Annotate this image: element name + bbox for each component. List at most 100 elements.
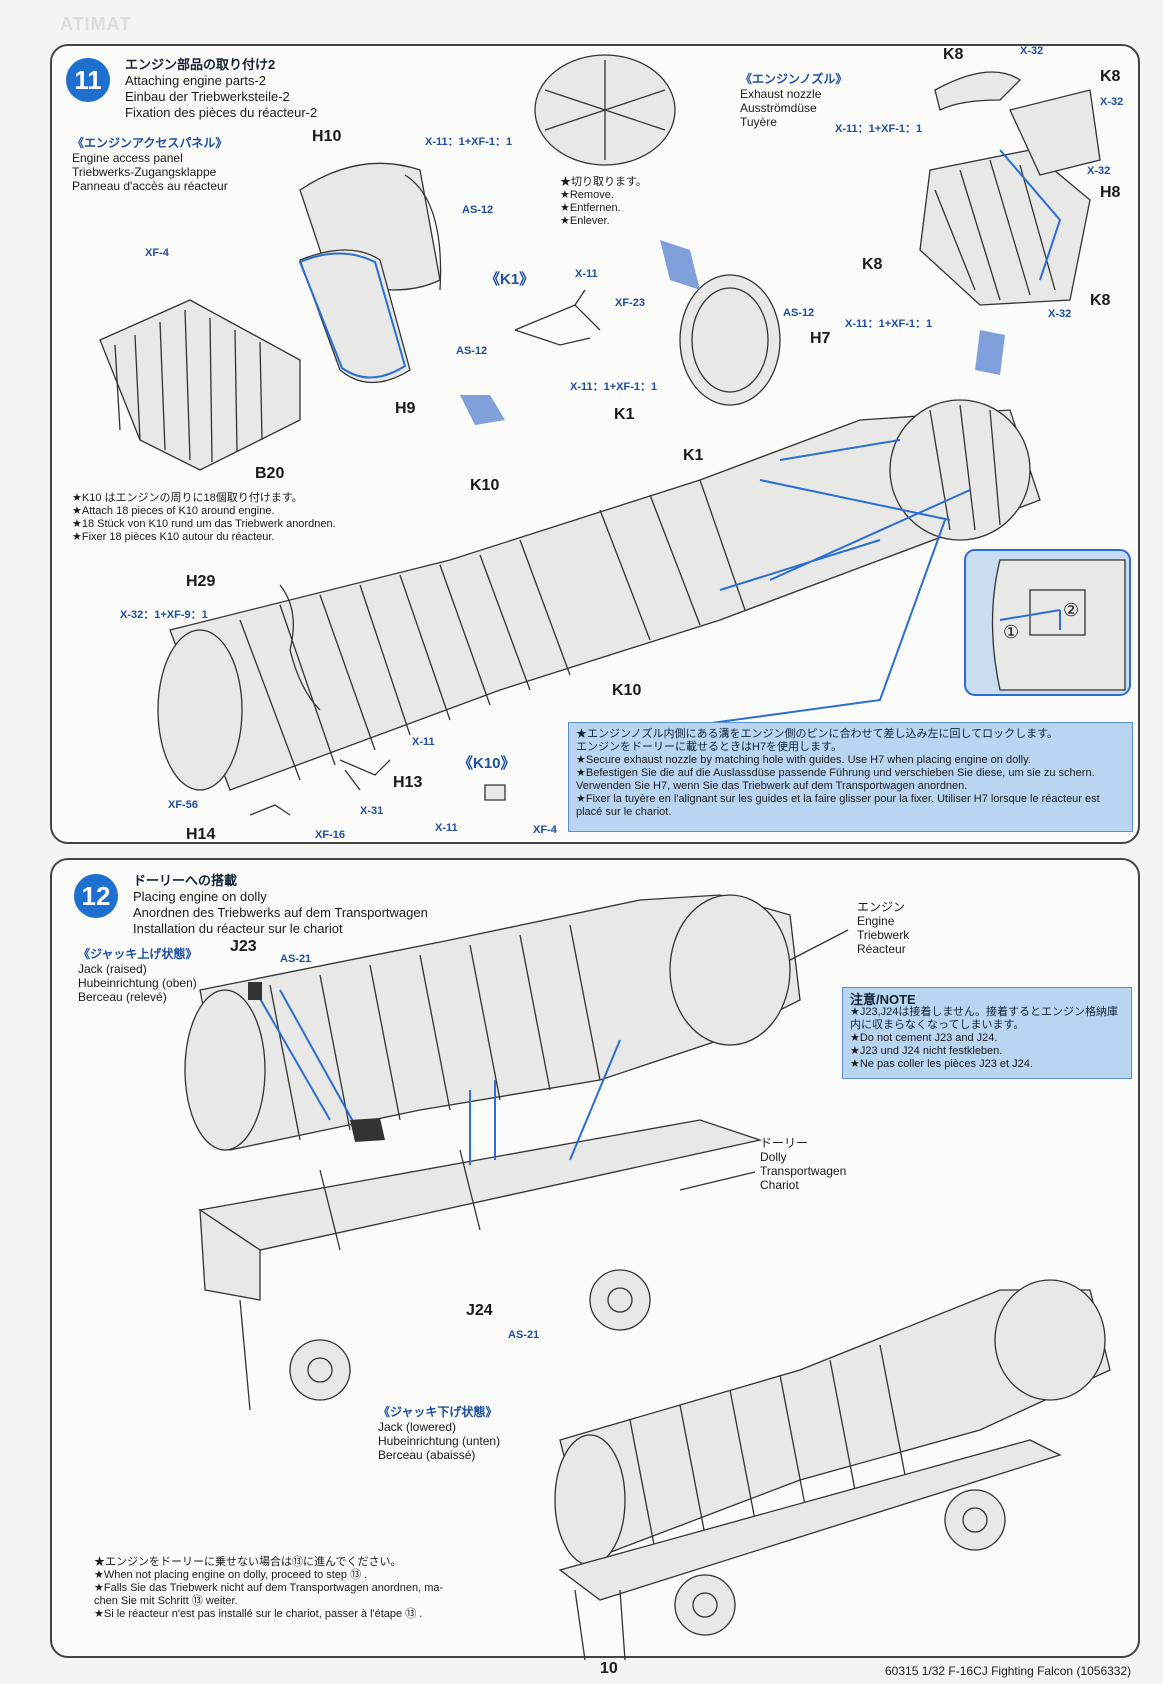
jack-lowered-caption: 《ジャッキ下げ状態》 Jack (lowered) Hubeinrichtung… <box>378 1403 500 1462</box>
dolly-wheel <box>289 1339 351 1401</box>
engine-de: Triebwerk <box>857 928 910 942</box>
dolly-lower-frame <box>558 1439 1062 1601</box>
nozzle-caption: 《エンジンノズル》 Exhaust nozzle Ausströmdüse Tu… <box>740 70 847 129</box>
engine-lower-fan <box>554 1434 626 1566</box>
paint-code: AS-21 <box>508 1329 540 1341</box>
part-label-h29: H29 <box>186 573 216 590</box>
paint-code: X-32 <box>1087 165 1111 177</box>
dolly-wheel <box>589 1269 651 1331</box>
paint-code: X-32 <box>1100 96 1124 108</box>
part-label-h7: H7 <box>810 330 831 347</box>
paint-code: X-11 <box>435 822 458 834</box>
paint-code: XF-4 <box>145 247 169 259</box>
engine-en: Engine <box>857 914 895 928</box>
paint-code: XF-56 <box>168 799 198 811</box>
remove-jp: ★切り取ります。 <box>560 176 647 188</box>
nozzle-jp: 《エンジンノズル》 <box>740 72 848 86</box>
engine-fr: Réacteur <box>857 942 906 956</box>
jack-raised-fr: Berceau (relevé) <box>78 990 167 1004</box>
dolly-upper-frame <box>198 1119 763 1251</box>
part-label-h14: H14 <box>186 826 216 843</box>
part-label-k10: K10 <box>470 477 500 494</box>
part-label-h8: H8 <box>1100 184 1121 201</box>
caption-de: Triebwerks-Zugangsklappe <box>72 165 217 179</box>
dolly-en: Dolly <box>760 1150 787 1164</box>
caption-fr: Panneau d'accès au réacteur <box>72 179 228 193</box>
jack-raised-en: Jack (raised) <box>78 962 147 976</box>
part-label-k8: K8 <box>1100 68 1121 85</box>
engine-lower-drawing <box>559 1289 1111 1561</box>
paint-code: AS-21 <box>280 953 312 965</box>
paint-code: X-11 <box>412 736 435 748</box>
jack-raised-de: Hubeinrichtung (oben) <box>78 976 197 990</box>
jack-raised-jp: 《ジャッキ上げ状態》 <box>78 947 198 961</box>
cover-h9-drawing <box>299 249 411 383</box>
note-en: ★Do not cement J23 and J24. <box>850 1032 998 1044</box>
part-label-k8: K8 <box>1090 292 1111 309</box>
part-label-j24: J24 <box>466 1302 493 1319</box>
ring-h7-drawing <box>679 274 781 406</box>
step-11-number: 11 <box>66 58 110 102</box>
engine-jp: エンジン <box>857 900 906 914</box>
cable-h29-drawing <box>279 584 321 711</box>
part-label-j23: J23 <box>230 938 257 955</box>
k10-note: ★K10 はエンジンの周りに18個取り付けます。 ★Attach 18 piec… <box>72 492 336 544</box>
title-de: Einbau der Triebwerksteile-2 <box>125 89 290 104</box>
engine-body-drawing <box>169 409 1041 791</box>
lock-note-fr: ★Fixer la tuyère en l'alignant sur les g… <box>576 793 1100 818</box>
title-fr: Fixation des pièces du réacteur-2 <box>125 105 318 120</box>
nozzle-en: Exhaust nozzle <box>740 87 822 101</box>
paint-code: XF-23 <box>615 297 645 309</box>
title-en: Placing engine on dolly <box>133 889 267 904</box>
paint-code: X-11：1+XF-1：1 <box>835 123 923 135</box>
note-en: ★Attach 18 pieces of K10 around engine. <box>72 505 275 517</box>
part-label-k10: K10 <box>612 682 642 699</box>
paint-code: AS-12 <box>456 345 488 357</box>
part-label-h13: H13 <box>393 774 423 791</box>
lock-note-de: ★Befestigen Sie die auf die Auslassdüse … <box>576 767 1095 792</box>
placement-lines <box>254 989 621 1165</box>
detail-step-2: ② <box>1063 600 1080 620</box>
dolly-fr: Chariot <box>760 1178 799 1192</box>
paint-code: X-32 <box>1048 308 1072 320</box>
title-fr: Installation du réacteur sur le chariot <box>133 921 343 936</box>
note-de: ★J23 und J24 nicht festkleben. <box>850 1045 1003 1057</box>
k1-section-label: 《K1》 <box>485 271 535 288</box>
part-label-b20: B20 <box>255 465 285 482</box>
remove-caption: ★切り取ります。 ★Remove. ★Entfernen. ★Enlever. <box>560 176 647 228</box>
dolly-de: Transportwagen <box>760 1164 847 1178</box>
product-footer: 60315 1/32 F-16CJ Fighting Falcon (10563… <box>885 1664 1132 1678</box>
jack-lowered-en: Jack (lowered) <box>378 1420 457 1434</box>
direction-arrow <box>460 395 505 425</box>
engine-caption: エンジン Engine Triebwerk Réacteur <box>857 900 909 956</box>
jack-lowered-fr: Berceau (abaissé) <box>378 1448 476 1462</box>
note-fr: ★Fixer 18 pièces K10 autour du réacteur. <box>72 531 275 543</box>
engine-upper-nozzle <box>669 894 791 1046</box>
paint-code: X-11：1+XF-1：1 <box>570 381 658 393</box>
jack-lowered-de: Hubeinrichtung (unten) <box>378 1434 501 1448</box>
engine-fan-drawing <box>157 629 243 791</box>
title-jp: エンジン部品の取り付け2 <box>125 57 276 72</box>
part-label-k8: K8 <box>943 46 964 63</box>
remove-de: ★Entfernen. <box>560 202 621 214</box>
bottom-note-de2: chen Sie mit Schritt ⑬ weiter. <box>94 1595 238 1607</box>
step-12-number: 12 <box>74 874 118 918</box>
access-panel-caption: 《エンジンアクセスパネル》 Engine access panel Triebw… <box>72 134 228 193</box>
note-de: ★18 Stück von K10 rund um das Triebwerk … <box>72 518 336 530</box>
paint-code: X-31 <box>360 805 384 817</box>
bottom-note-en: ★When not placing engine on dolly, proce… <box>94 1569 368 1581</box>
part-h14-drawing <box>249 804 291 816</box>
page-number: 10 <box>600 1660 618 1677</box>
dolly-wheel <box>674 1574 736 1636</box>
remove-en: ★Remove. <box>560 189 614 201</box>
title-jp: ドーリーへの搭載 <box>133 873 238 888</box>
note-head: 注意/NOTE <box>850 992 916 1007</box>
lock-note-en: ★Secure exhaust nozzle by matching hole … <box>576 754 1031 766</box>
header-mark: ATIMAT <box>60 14 132 34</box>
part-label-h10: H10 <box>312 128 342 145</box>
paint-code: X-32 <box>1020 45 1044 57</box>
jack-raised-caption: 《ジャッキ上げ状態》 Jack (raised) Hubeinrichtung … <box>78 945 197 1004</box>
title-de: Anordnen des Triebwerks auf dem Transpor… <box>133 905 428 920</box>
flap-k8-drawing <box>934 71 1022 111</box>
